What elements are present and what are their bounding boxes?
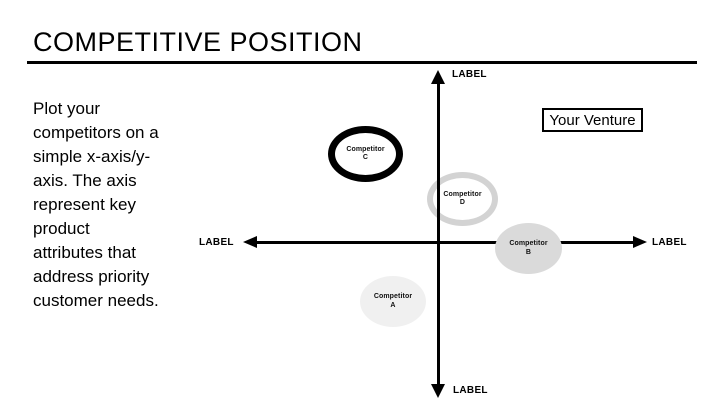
x-axis-left-label: LABEL bbox=[199, 237, 234, 248]
competitor-b-label-line2: B bbox=[525, 248, 532, 256]
y-axis-top-label: LABEL bbox=[452, 69, 487, 80]
competitor-c-bubble: Competitor C bbox=[328, 126, 403, 182]
competitor-a-label-line2: A bbox=[390, 301, 396, 309]
competitor-d-label-line1: Competitor bbox=[443, 190, 482, 198]
competitor-a-label-line1: Competitor bbox=[373, 293, 413, 300]
title-underline bbox=[27, 61, 697, 64]
x-axis-left-arrow-icon bbox=[243, 235, 257, 248]
competitor-b-label-line1: Competitor bbox=[509, 240, 548, 247]
your-venture-label: Your Venture bbox=[549, 111, 636, 129]
y-axis-bottom-arrow-icon bbox=[431, 384, 445, 398]
description-text: Plot your competitors on a simple x-axis… bbox=[33, 99, 159, 310]
competitor-c-label-line2: C bbox=[362, 154, 369, 161]
competitor-b-bubble: Competitor B bbox=[495, 223, 562, 274]
y-axis-bottom-label: LABEL bbox=[453, 385, 488, 396]
x-axis-right-arrow-icon bbox=[633, 235, 647, 248]
y-axis-line bbox=[437, 78, 440, 388]
competitor-a-bubble: Competitor A bbox=[360, 276, 426, 327]
competitor-d-label-line2: D bbox=[459, 199, 466, 206]
your-venture-box: Your Venture bbox=[542, 108, 643, 132]
y-axis-top-arrow-icon bbox=[431, 70, 445, 84]
x-axis-line bbox=[254, 241, 634, 244]
competitor-c-label-line1: Competitor bbox=[346, 145, 385, 153]
page-title: COMPETITIVE POSITION bbox=[33, 27, 363, 57]
x-axis-right-label: LABEL bbox=[652, 237, 687, 248]
